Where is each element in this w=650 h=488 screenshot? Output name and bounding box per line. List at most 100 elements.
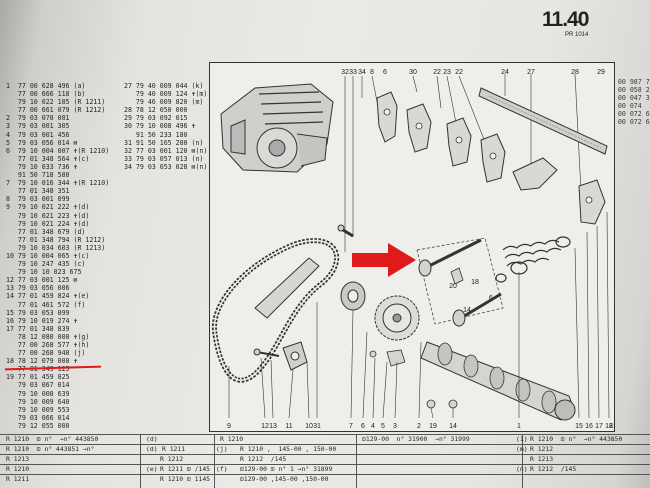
left-column-row: 77 00 268 577 ✝(h) xyxy=(6,341,90,349)
left-column-row: 15 79 03 053 099 xyxy=(6,308,70,317)
left-column-row: 19 77 01 459 825 xyxy=(6,373,70,382)
left-column-row: 79 10 009 553 xyxy=(6,405,70,414)
left-column-row: 79 10 247 435 (c) xyxy=(6,260,86,269)
footnote-cell: R 1210 ⊡ 1145 xyxy=(160,475,211,483)
mid-column-row: 34 79 03 053 028 ⊠(n) xyxy=(124,162,208,171)
left-column-row: 16 79 10 019 274 ✝ xyxy=(6,316,78,325)
footnote-cell: (e) xyxy=(146,465,158,473)
left-column-row: 77 01 349 125 xyxy=(6,365,70,374)
mid-column-row: 29 79 03 092 015 xyxy=(124,114,188,123)
left-column-row: 79 10 10 023 675 xyxy=(6,268,82,277)
left-column-row: 77 01 348 351 xyxy=(6,187,70,196)
footnote-cell: (j) xyxy=(216,445,228,453)
callout-number: 6 xyxy=(383,69,387,76)
footnote-cell: ⊡129-00 ,145-00 ,150-00 xyxy=(240,475,329,483)
left-column-row: 79 10 033 736 ✝ xyxy=(6,162,78,171)
callout-number: 31 xyxy=(313,423,321,430)
mid-column-row: 31 91 50 165 280 (n) xyxy=(124,138,204,147)
left-column-row: 9 79 10 021 222 ✝(d) xyxy=(6,203,90,212)
left-column-row: 1 77 00 628 496 (a) xyxy=(6,82,86,90)
left-column-row: 10 79 10 004 065 ✝(c) xyxy=(6,251,90,260)
pulley xyxy=(340,281,366,311)
callout-number: 8 xyxy=(370,69,374,76)
callout-number: 1 xyxy=(517,423,521,430)
callout-number: 14 xyxy=(463,307,471,314)
footnote-cell: R 1210 xyxy=(220,435,244,443)
mid-column-row: 30 79 10 008 496 ✝ xyxy=(124,122,196,131)
callout-number: 3 xyxy=(393,423,397,430)
footnote-cell: R 1210 ⊡ n° 443851 →n° xyxy=(6,445,95,453)
left-column-row: 77 00 268 948 (j) xyxy=(6,349,86,358)
left-column-row: 6 79 10 004 007 ✝(R 1210) xyxy=(6,146,110,155)
left-column-row: 79 03 066 014 xyxy=(6,413,70,422)
left-column-row: 5 79 03 056 014 ⊠ xyxy=(6,138,78,147)
callout-number: 34 xyxy=(358,69,366,76)
valves xyxy=(418,238,502,327)
footnote-cell: R 1213 xyxy=(530,455,554,463)
footnote-cell: R 1210 , 145-00 , 150-00 xyxy=(240,445,337,453)
footnote-cell: (n) xyxy=(516,465,528,473)
left-column-row: 77 00 661 079 (R 1212) xyxy=(6,106,106,115)
left-column-row: 79 10 021 223 ✝(d) xyxy=(6,211,90,220)
footnote-cell: ⊡129-00 ⊡ n° 1 →n° 31899 xyxy=(240,465,333,473)
mid-column-row: 28 78 12 050 000 xyxy=(124,106,188,115)
cam-sprocket xyxy=(374,295,420,341)
callout-number: 19 xyxy=(429,423,437,430)
footnote-cell: R 1211 xyxy=(6,475,30,483)
mid-column-row: 33 79 03 057 013 (n) xyxy=(124,154,204,163)
footnote-cell: (m) xyxy=(516,445,528,453)
footnote-table: R 1210 ⊡ n° →n° 443850(d)R 1210⊡129-00 n… xyxy=(0,432,650,488)
footnote-cell: R 1212 /145 xyxy=(240,455,287,463)
left-column-row: 18 78 12 079 000 ✝ xyxy=(6,357,78,366)
mid-column-row: 79 46 009 820 (m) xyxy=(124,98,204,107)
left-column-row: 17 77 01 348 839 xyxy=(6,324,70,333)
footnote-cell: R 1210 ⊡ n° →n° 443850 xyxy=(530,435,623,443)
footnote-cell: R 1213 xyxy=(6,455,30,463)
mid-column-row: 79 40 009 124 ✝(m) xyxy=(124,90,208,99)
callout-number: 32 xyxy=(341,69,349,76)
callout-number: 7 xyxy=(349,423,353,430)
callout-number: 33 xyxy=(349,69,357,76)
mid-column-row: 32 77 03 001 120 ⊠(n) xyxy=(124,146,208,155)
callout-number: 12 xyxy=(261,423,269,430)
part-list-left: 1 77 00 628 496 (a) 77 00 666 118 (b) 79… xyxy=(6,82,109,430)
engine-thumbnail xyxy=(220,83,334,173)
left-column-row: 91 50 718 580 xyxy=(6,171,70,180)
small-parts xyxy=(369,267,464,409)
left-column-row: 77 01 348 679 (d) xyxy=(6,227,86,236)
catalog-code: PR 1014 xyxy=(565,32,589,38)
exploded-diagram: 3233348630222322242728291861420 91213111… xyxy=(211,69,615,430)
callout-number: 9 xyxy=(227,423,231,430)
left-column-row: 13 79 03 056 006 xyxy=(6,284,70,293)
callout-number: 10 xyxy=(305,423,313,430)
footnote-cell: R 1212 /145 xyxy=(530,465,577,473)
mid-column-row: 91 50 233 180 xyxy=(124,130,188,139)
callout-number: 30 xyxy=(409,69,417,76)
footnote-cell: (d) xyxy=(146,435,158,443)
left-column-row: 79 10 034 603 (R 1213) xyxy=(6,243,106,252)
tensioner xyxy=(253,224,354,371)
part-list-middle: 27 79 40 009 044 (k) 79 40 009 124 ✝(m) … xyxy=(124,82,207,171)
footnote-cell: R 1210 ⊡ n° →n° 443850 xyxy=(6,435,99,443)
left-column-row: 7 79 10 016 344 ✝(R 1210) xyxy=(6,179,110,188)
callout-number: 15 xyxy=(575,423,583,430)
callout-number: 11 xyxy=(285,423,292,430)
callout-number: 16 xyxy=(585,423,593,430)
left-column-row: 12 77 03 001 125 ⊠ xyxy=(6,276,78,285)
camshaft xyxy=(420,341,576,421)
callout-number: 22 xyxy=(455,69,463,76)
left-column-row: 77 01 348 794 (R 1212) xyxy=(6,235,106,244)
page-number: 11.40 xyxy=(542,8,589,31)
left-column-row: 79 10 009 640 xyxy=(6,397,70,406)
callout-number: 17 xyxy=(595,423,603,430)
left-column-row: 79 12 055 000 xyxy=(6,421,70,430)
left-column-row: 77 00 666 118 (b) xyxy=(6,90,86,99)
timing-chain xyxy=(211,238,340,383)
footnote-cell: R 1211 ⊡ /145 xyxy=(160,465,211,473)
footnote-cell: (f) xyxy=(216,465,228,473)
callout-number: 24 xyxy=(501,69,509,76)
left-column-row: 8 79 03 001 099 xyxy=(6,195,70,204)
footnote-cell: R 1211 xyxy=(162,445,186,453)
callout-number: 27 xyxy=(527,69,535,76)
